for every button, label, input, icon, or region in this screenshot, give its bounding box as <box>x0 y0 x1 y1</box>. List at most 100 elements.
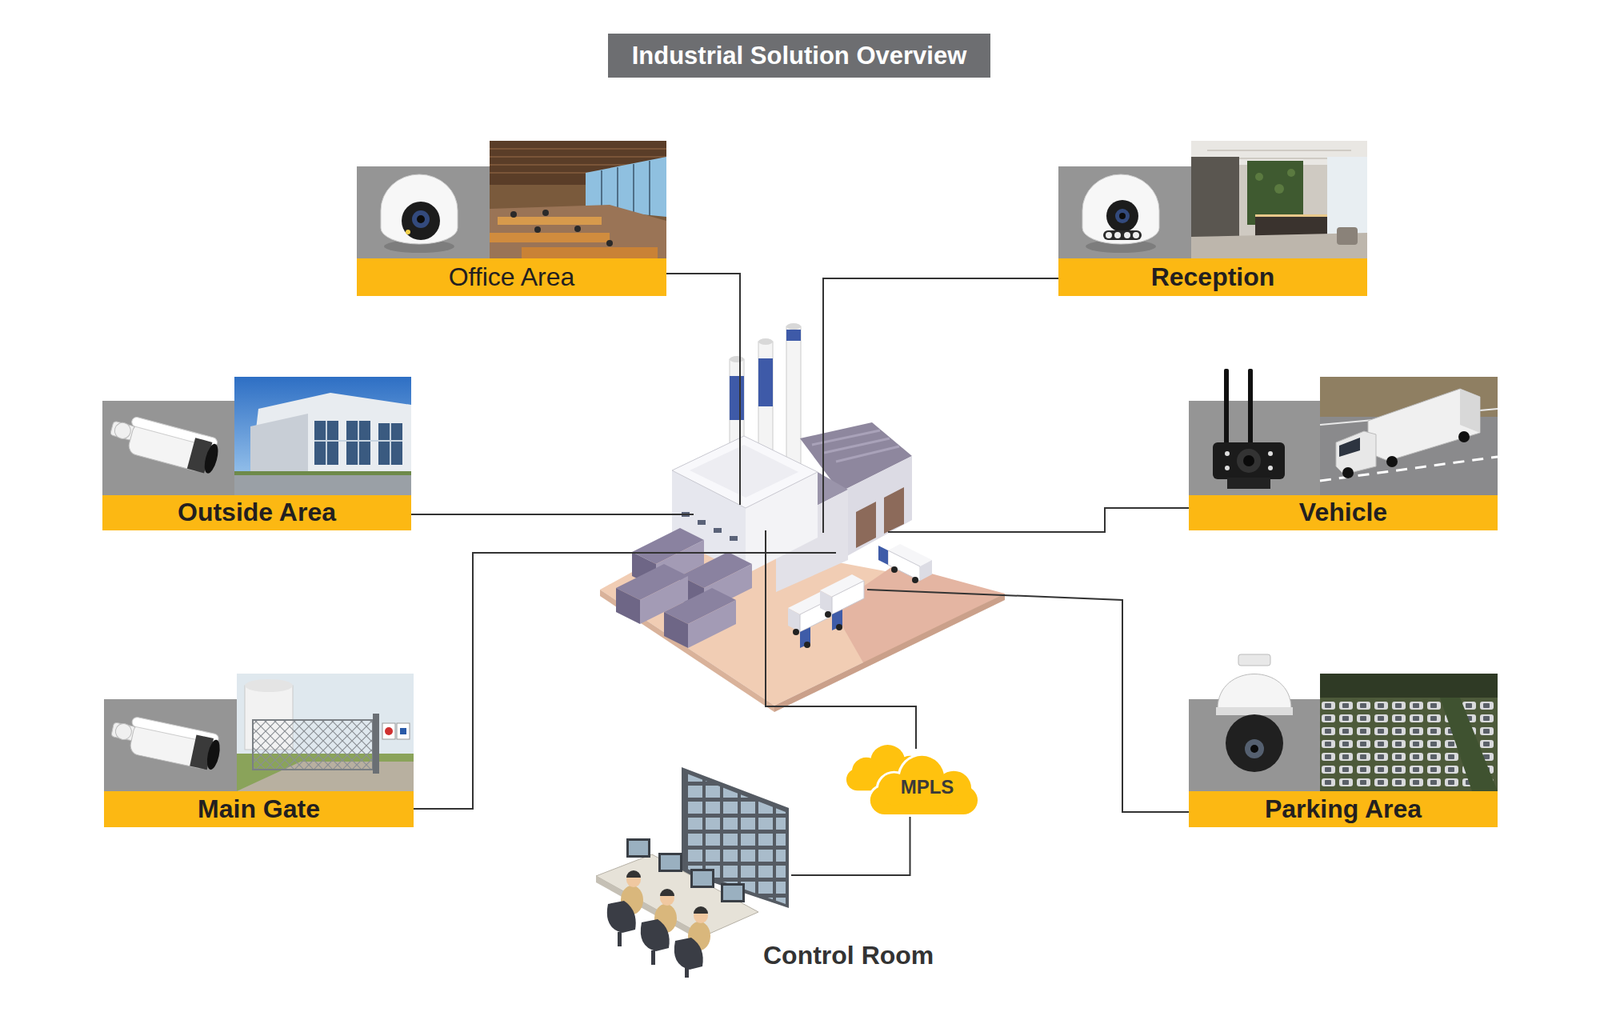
leader-line-part <box>823 278 1059 533</box>
outside-photo-part <box>234 474 412 496</box>
truck-part <box>824 611 832 618</box>
leader-line <box>411 273 1189 812</box>
outside-camera-panel-part-part-part <box>112 420 132 440</box>
truck-part <box>792 628 800 636</box>
reception-photo-part <box>1327 156 1368 245</box>
reception-photo <box>1191 140 1368 259</box>
outside-photo-part <box>234 376 412 496</box>
vehicle-photo-part <box>1386 456 1398 468</box>
outside-photo <box>234 376 412 496</box>
gate-photo-part <box>384 727 393 736</box>
office-camera-panel-part <box>356 166 490 259</box>
office-photo-part <box>534 226 541 233</box>
parking-camera-panel-part-part <box>1250 744 1259 753</box>
area-label: Main Gate <box>197 795 320 824</box>
cloud-label: MPLS <box>900 776 955 799</box>
outside-photo-part <box>234 471 412 476</box>
factory-illustration-part <box>697 520 706 525</box>
chimney-part <box>786 326 801 479</box>
factory-illustration-part <box>689 444 799 498</box>
reception-camera-panel-part-part <box>1124 232 1131 239</box>
vehicle-photo-part <box>1336 431 1376 475</box>
vehicle-camera-panel-part-part <box>1212 442 1285 480</box>
gate-camera-panel <box>104 699 237 792</box>
truck-part <box>804 641 811 648</box>
reception-photo-part <box>1255 214 1328 217</box>
chimney-part <box>786 329 801 341</box>
office-photo-part <box>521 247 658 259</box>
office-camera-panel-part-part <box>416 215 425 224</box>
parking-camera-panel-part-part <box>1216 707 1293 716</box>
area-label: Outside Area <box>177 498 336 527</box>
gate-camera-panel-part-part-part <box>114 722 134 742</box>
container <box>664 588 736 648</box>
control-room-illustration-part <box>660 888 675 896</box>
reception-camera-panel-part-part <box>1105 232 1112 239</box>
parking-photo-part <box>1320 673 1498 698</box>
chimney-part <box>729 376 744 420</box>
reception-camera-panel-part-part <box>1119 212 1126 220</box>
container-part <box>688 600 736 648</box>
container-part <box>664 612 688 648</box>
reception-camera-panel <box>1058 166 1192 259</box>
office-photo-part <box>606 240 613 247</box>
truck-part <box>800 627 811 648</box>
control-room-illustration-part <box>684 968 689 978</box>
office-camera-panel <box>356 166 490 259</box>
vehicle-camera-panel-part-part <box>1243 455 1255 467</box>
area-label-band: Office Area <box>356 258 667 296</box>
control-room-illustration-part <box>720 883 745 903</box>
outside-photo-part <box>250 413 308 476</box>
office-photo-part <box>510 211 517 218</box>
office-photo <box>489 140 667 259</box>
truck-part <box>788 608 800 632</box>
control-room-illustration-part <box>660 855 680 870</box>
vehicle-photo <box>1320 376 1498 496</box>
gate-photo <box>236 673 414 792</box>
vehicle-camera-panel-part-part <box>1224 368 1229 449</box>
vehicle-photo-part <box>1458 431 1470 443</box>
area-label-band: Vehicle <box>1188 495 1498 531</box>
control-room-illustration-part <box>684 772 786 904</box>
office-camera-panel-part-part <box>412 210 430 228</box>
reception-photo-part <box>1274 184 1284 194</box>
gate-photo-part <box>244 679 293 692</box>
title-banner: Industrial Solution Overview <box>608 33 992 78</box>
factory-illustration-part <box>729 536 738 541</box>
area-label: Parking Area <box>1264 795 1422 824</box>
office-camera-panel-part-part <box>405 229 411 235</box>
vehicle-camera-panel-part-part <box>1224 465 1230 471</box>
truck-part <box>820 590 832 615</box>
office-photo-part <box>489 140 667 259</box>
control-room-illustration-part <box>692 871 712 886</box>
parking-photo-part <box>1320 697 1498 792</box>
reception-camera-panel-part-part <box>1106 200 1139 232</box>
container-part <box>616 588 640 624</box>
connector <box>791 816 911 876</box>
chimney-part <box>758 338 773 345</box>
truck <box>820 574 864 631</box>
vehicle-camera-panel-part-part <box>1236 448 1261 473</box>
outside-camera-panel-part <box>106 411 222 476</box>
area-label-band: Parking Area <box>1188 791 1498 828</box>
truck-part <box>832 609 843 631</box>
control-room-illustration-part <box>607 900 636 933</box>
reception-camera-panel-part-part <box>1114 232 1121 239</box>
reception-camera-panel-part-part <box>1115 208 1130 224</box>
control-room-illustration-part <box>651 950 656 965</box>
area-label-band: Reception <box>1058 258 1368 296</box>
chimney-part <box>786 323 801 330</box>
office-camera-panel-part <box>380 174 458 253</box>
reception-photo-part <box>1191 140 1368 259</box>
reception-photo-part <box>1191 156 1240 245</box>
factory-illustration <box>600 323 1005 712</box>
factory-illustration-part <box>884 487 904 534</box>
truck-part <box>920 560 932 581</box>
control-room-illustration-part <box>723 885 743 900</box>
control-room-illustration-part <box>690 868 715 888</box>
outside-camera-panel-part-part-part <box>201 442 220 475</box>
gate-photo-part <box>236 673 414 792</box>
vehicle-camera-panel <box>1188 368 1320 496</box>
control-room-illustration-part <box>640 919 670 952</box>
